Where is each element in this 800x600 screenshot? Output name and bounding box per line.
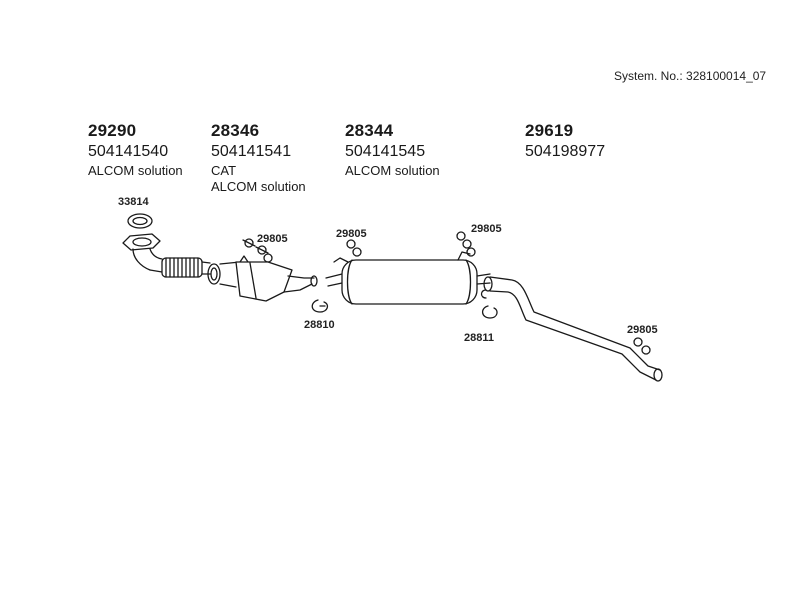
clamp-set-rear [633,337,651,355]
part-block-tail-pipe: 29619 504198977 [525,121,605,163]
clamp-ring-left [311,299,329,313]
clamp-set-front [242,238,273,263]
part-note: ALCOM solution [345,163,440,178]
system-number: System. No.: 328100014_07 [614,69,767,83]
callout-clamp-mid-left: 29805 [336,228,367,240]
part-reference: 504141545 [345,143,426,160]
part-number: 29290 [88,121,137,140]
part-note: ALCOM solution [211,179,306,194]
part-reference: 504141540 [88,143,169,160]
tail-pipe-part [483,276,663,382]
clamp-set-mid-left [346,239,362,257]
callout-clamp-front: 29805 [257,233,288,245]
callout-clamp-mid-right: 29805 [471,223,502,235]
part-reference: 504198977 [525,143,606,160]
part-block-silencer: 28344 504141545 ALCOM solution [345,121,440,179]
callout-ring-left: 28810 [304,319,335,331]
gasket-part [127,213,153,229]
catalyst-part [207,255,318,302]
part-reference: 504141541 [211,143,292,160]
callout-clamp-rear: 29805 [627,324,658,336]
silencer-part [325,251,491,305]
clamp-ring-right [480,289,498,319]
callout-ring-right: 28811 [464,332,494,344]
part-block-catalyst: 28346 504141541 CAT ALCOM solution [211,121,306,195]
part-note: CAT [211,163,237,178]
front-pipe-part [122,233,211,278]
part-block-front-pipe: 29290 504141540 ALCOM solution [88,121,183,179]
part-note: ALCOM solution [88,163,183,178]
callout-gasket: 33814 [118,196,149,208]
part-number: 29619 [525,121,574,140]
clamp-set-mid-right [456,231,476,257]
part-number: 28344 [345,121,394,140]
part-number: 28346 [211,121,260,140]
